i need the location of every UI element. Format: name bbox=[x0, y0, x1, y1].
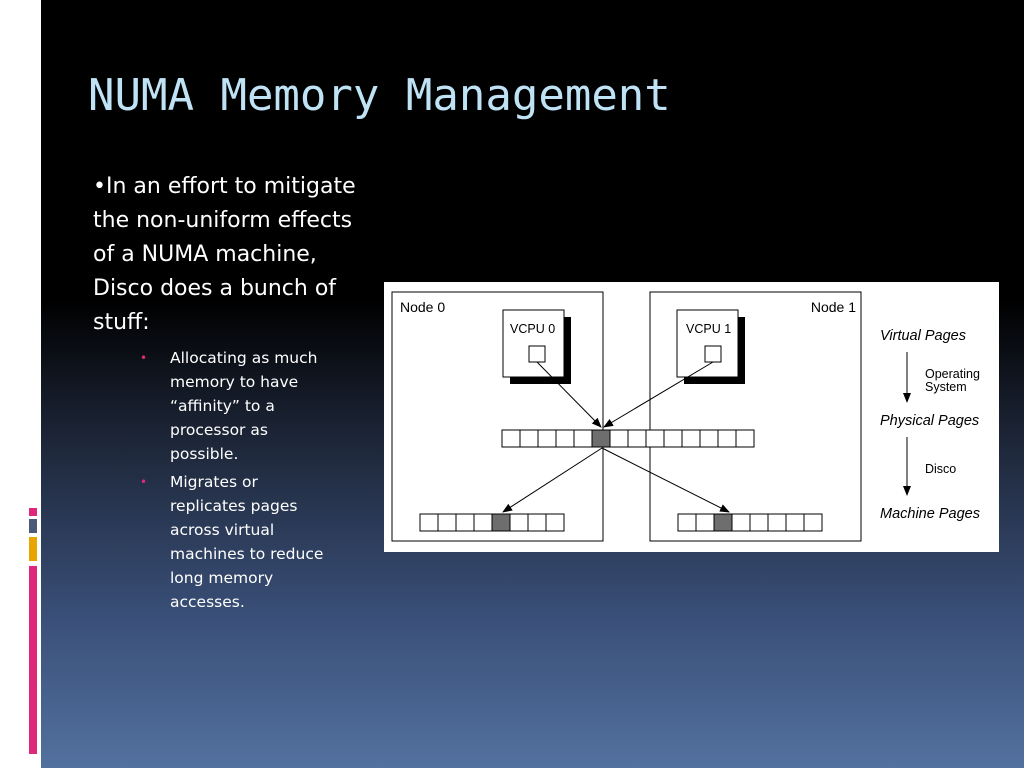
node1-label: Node 1 bbox=[811, 299, 856, 315]
vcpu1-to-physical-arrow bbox=[603, 361, 714, 428]
node0-label: Node 0 bbox=[400, 299, 445, 315]
page-cell bbox=[519, 429, 539, 448]
vcpu1-label: VCPU 1 bbox=[686, 322, 731, 336]
page-cell bbox=[437, 513, 457, 532]
page-cell bbox=[803, 513, 823, 532]
page-cell bbox=[501, 429, 521, 448]
vcpu1-box bbox=[676, 309, 739, 378]
machine-page-strip-node1 bbox=[677, 513, 823, 532]
page-cell bbox=[609, 429, 629, 448]
sub-bullet-item: • Migrates or replicates pages across vi… bbox=[140, 470, 325, 614]
node1-box bbox=[649, 291, 862, 542]
page-cell bbox=[677, 513, 697, 532]
operating-system-label-line2: System bbox=[925, 380, 967, 394]
physical-page-strip bbox=[501, 429, 755, 448]
sub-bullet-item: • Allocating as much memory to have “aff… bbox=[140, 346, 325, 466]
page-cell bbox=[473, 513, 493, 532]
page-cell bbox=[767, 513, 787, 532]
main-bullet: •In an effort to mitigate the non-unifor… bbox=[93, 174, 356, 335]
accent-bar-slate bbox=[29, 519, 37, 533]
page-cell bbox=[681, 429, 701, 448]
page-cell-highlighted bbox=[591, 429, 611, 448]
page-cell bbox=[537, 429, 557, 448]
accent-bar-pink-top bbox=[29, 508, 37, 516]
vcpu0-to-physical-arrow bbox=[536, 361, 602, 428]
page-cell bbox=[555, 429, 575, 448]
physical-pages-label: Physical Pages bbox=[880, 413, 979, 429]
sub-bullet-text: Migrates or replicates pages across virt… bbox=[170, 473, 324, 611]
page-cell bbox=[735, 429, 755, 448]
physical-to-node0-machine-arrow bbox=[502, 447, 603, 513]
sub-bullet-list: • Allocating as much memory to have “aff… bbox=[140, 346, 325, 614]
vcpu1-virtual-page bbox=[704, 345, 722, 363]
operating-system-label: Operating System bbox=[925, 367, 983, 394]
accent-bar-gold bbox=[29, 537, 37, 561]
vcpu0-virtual-page bbox=[528, 345, 546, 363]
accent-bar-pink-long bbox=[29, 566, 37, 754]
page-cell bbox=[645, 429, 665, 448]
page-cell bbox=[785, 513, 805, 532]
vcpu0-label: VCPU 0 bbox=[510, 322, 555, 336]
sub-bullet-text: Allocating as much memory to have “affin… bbox=[170, 349, 318, 463]
node0-box bbox=[391, 291, 604, 542]
disco-label: Disco bbox=[925, 462, 956, 476]
page-cell bbox=[545, 513, 565, 532]
page-cell bbox=[663, 429, 683, 448]
numa-diagram: Node 0 Node 1 VCPU 0 VCPU 1 Virtual Page… bbox=[384, 282, 999, 552]
page-cell bbox=[695, 513, 715, 532]
page-cell bbox=[419, 513, 439, 532]
vcpu0-box bbox=[502, 309, 565, 378]
slide-body: •In an effort to mitigate the non-unifor… bbox=[93, 170, 368, 618]
bullet-dot-icon: • bbox=[140, 351, 148, 365]
page-cell-highlighted bbox=[713, 513, 733, 532]
physical-to-node1-machine-arrow bbox=[601, 447, 730, 513]
page-cell bbox=[749, 513, 769, 532]
slide-title: NUMA Memory Management bbox=[88, 70, 671, 121]
page-cell-highlighted bbox=[491, 513, 511, 532]
machine-page-strip-node0 bbox=[419, 513, 565, 532]
page-cell bbox=[717, 429, 737, 448]
operating-system-label-line1: Operating bbox=[925, 367, 980, 381]
page-cell bbox=[627, 429, 647, 448]
virtual-pages-label: Virtual Pages bbox=[880, 328, 966, 344]
bullet-dot-icon: • bbox=[140, 475, 148, 489]
page-cell bbox=[527, 513, 547, 532]
page-cell bbox=[509, 513, 529, 532]
machine-pages-label: Machine Pages bbox=[880, 506, 980, 522]
page-cell bbox=[731, 513, 751, 532]
page-cell bbox=[699, 429, 719, 448]
page-cell bbox=[573, 429, 593, 448]
page-cell bbox=[455, 513, 475, 532]
